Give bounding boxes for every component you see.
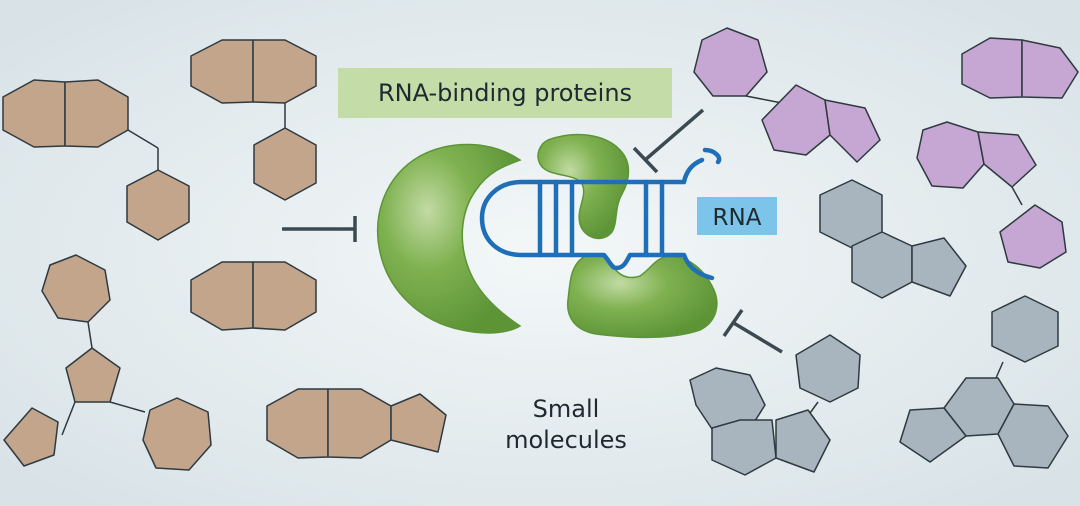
hexagon	[253, 127, 317, 201]
hexagon	[126, 169, 190, 241]
proteins-label-bg	[338, 68, 672, 118]
rna-label: RNA	[697, 197, 777, 235]
molecule-gray-1	[819, 179, 967, 299]
hexagon	[711, 419, 777, 476]
molecule-tan-1	[2, 79, 190, 241]
pentagon	[899, 407, 967, 463]
hexagon	[997, 403, 1069, 469]
hexagon	[999, 204, 1067, 269]
protein-bottom	[566, 253, 718, 339]
molecule-tan-5	[266, 388, 447, 459]
pentagon	[390, 393, 447, 453]
pentagon	[824, 99, 881, 163]
bond	[109, 401, 146, 413]
heptagon	[41, 254, 111, 323]
hexagon	[795, 334, 861, 403]
rna-hairpin	[479, 147, 722, 281]
rna-label-text: RNA	[713, 205, 762, 231]
proteins-label-text: RNA-binding proteins	[378, 79, 632, 107]
proteins-label: RNA-binding proteins	[338, 68, 672, 118]
protein-large	[376, 143, 522, 334]
molecule-tan-4	[3, 254, 212, 471]
inhibitor-top	[632, 108, 705, 174]
protein-top	[537, 133, 630, 240]
small-molecules-label: Small molecules	[505, 395, 627, 454]
molecule-gray-2	[689, 334, 861, 476]
bond	[745, 95, 783, 104]
pentagon	[1021, 39, 1079, 99]
molecule-purple-1	[693, 27, 881, 163]
bond	[127, 129, 159, 149]
heptagon	[693, 27, 768, 97]
molecule-gray-3	[899, 295, 1069, 469]
small-molecules-line1: Small	[533, 395, 600, 423]
molecule-purple-2	[961, 37, 1079, 99]
pentagon	[911, 237, 967, 297]
pentagon	[65, 347, 121, 403]
small-molecules-line2: molecules	[505, 426, 627, 454]
molecule-purple-3	[916, 121, 1067, 269]
rna-label-bg	[697, 197, 777, 235]
pentagon	[775, 409, 831, 473]
inhibitor-bottom	[722, 309, 783, 354]
bond	[87, 321, 93, 349]
pentagon	[3, 407, 59, 467]
inhibitor-left	[282, 216, 357, 242]
hexagon	[252, 39, 317, 104]
pentagon	[977, 131, 1037, 188]
molecule-tan-2	[190, 39, 317, 201]
molecule-tan-3	[190, 261, 317, 331]
bond	[61, 401, 76, 436]
bond	[1011, 186, 1023, 206]
hexagon	[991, 295, 1059, 363]
hexagon	[252, 261, 317, 331]
heptagon	[142, 397, 212, 471]
bond	[995, 361, 1004, 379]
